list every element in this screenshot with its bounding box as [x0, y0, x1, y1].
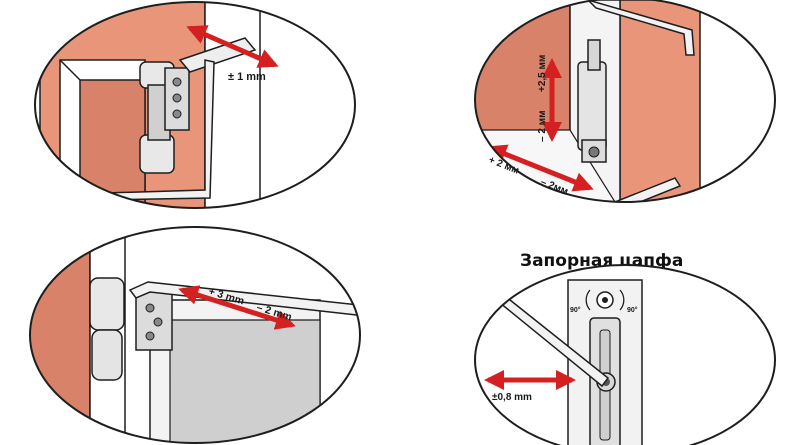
angle-left: 90° [570, 306, 581, 314]
magnifier-circle [474, 0, 776, 203]
hinge-plate [164, 67, 190, 131]
arrow-horizontal [486, 144, 594, 192]
magnifier-circle [34, 1, 356, 209]
panel-bottom-left: + 3 mm – 2 mm [29, 226, 361, 444]
panel-top-right: +2,5 мм – 2 мм + 2 мм – 2мм [474, 0, 776, 203]
adjust-arrow [178, 285, 296, 330]
label-up: +2,5 мм [537, 55, 548, 92]
rotation-indicator [585, 289, 625, 311]
label-down: – 2 мм [537, 111, 548, 142]
glass-pane [169, 319, 321, 443]
angle-right: 90° [627, 306, 638, 314]
adjust-arrow [186, 25, 279, 68]
hinge-plate [135, 291, 173, 351]
adjust-label: ± 1 mm [228, 71, 266, 83]
adjust-label: ±0,8 mm [492, 392, 532, 403]
hex-key-bottom [475, 159, 682, 202]
magnifier-circle [474, 264, 776, 445]
panel-bottom-right: Запорная цапфа 90° 90° [474, 251, 776, 445]
panel-top-left: ± 1 mm [34, 1, 356, 209]
hinge-cylinder [89, 277, 125, 381]
hex-key [587, 0, 695, 56]
magnifier-circle [29, 226, 361, 444]
